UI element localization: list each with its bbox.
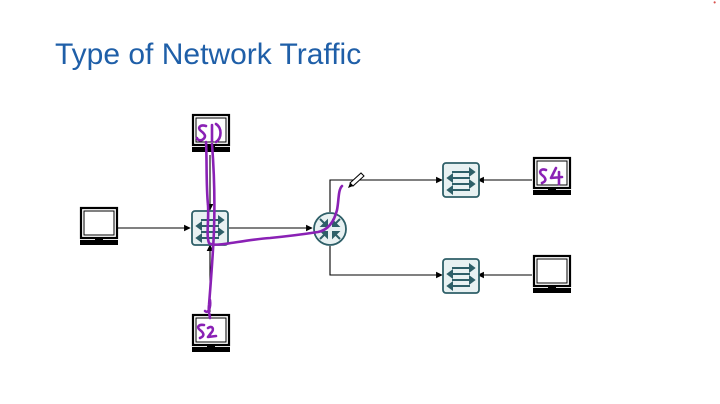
pen-cursor-icon [348,172,365,188]
ink-label-s4 [538,166,564,186]
host-left-computer-icon [78,206,120,247]
switch-top-right-icon [442,162,480,198]
link-router-to-bottom-switch [329,246,443,279]
ink-label-s1 [195,122,222,144]
link-router-to-top-switch [329,176,443,212]
ink-annotations [195,122,564,340]
switch-main-icon [191,210,229,246]
slide-title: Type of Network Traffic [55,38,362,71]
corner-mark: • [713,0,716,7]
ink-traffic-path [204,140,344,320]
router-icon [313,212,347,246]
ink-label-s2 [196,323,218,340]
switch-bottom-right-icon [442,258,480,294]
links [117,155,532,312]
host-right-bottom-computer-icon [531,254,573,295]
